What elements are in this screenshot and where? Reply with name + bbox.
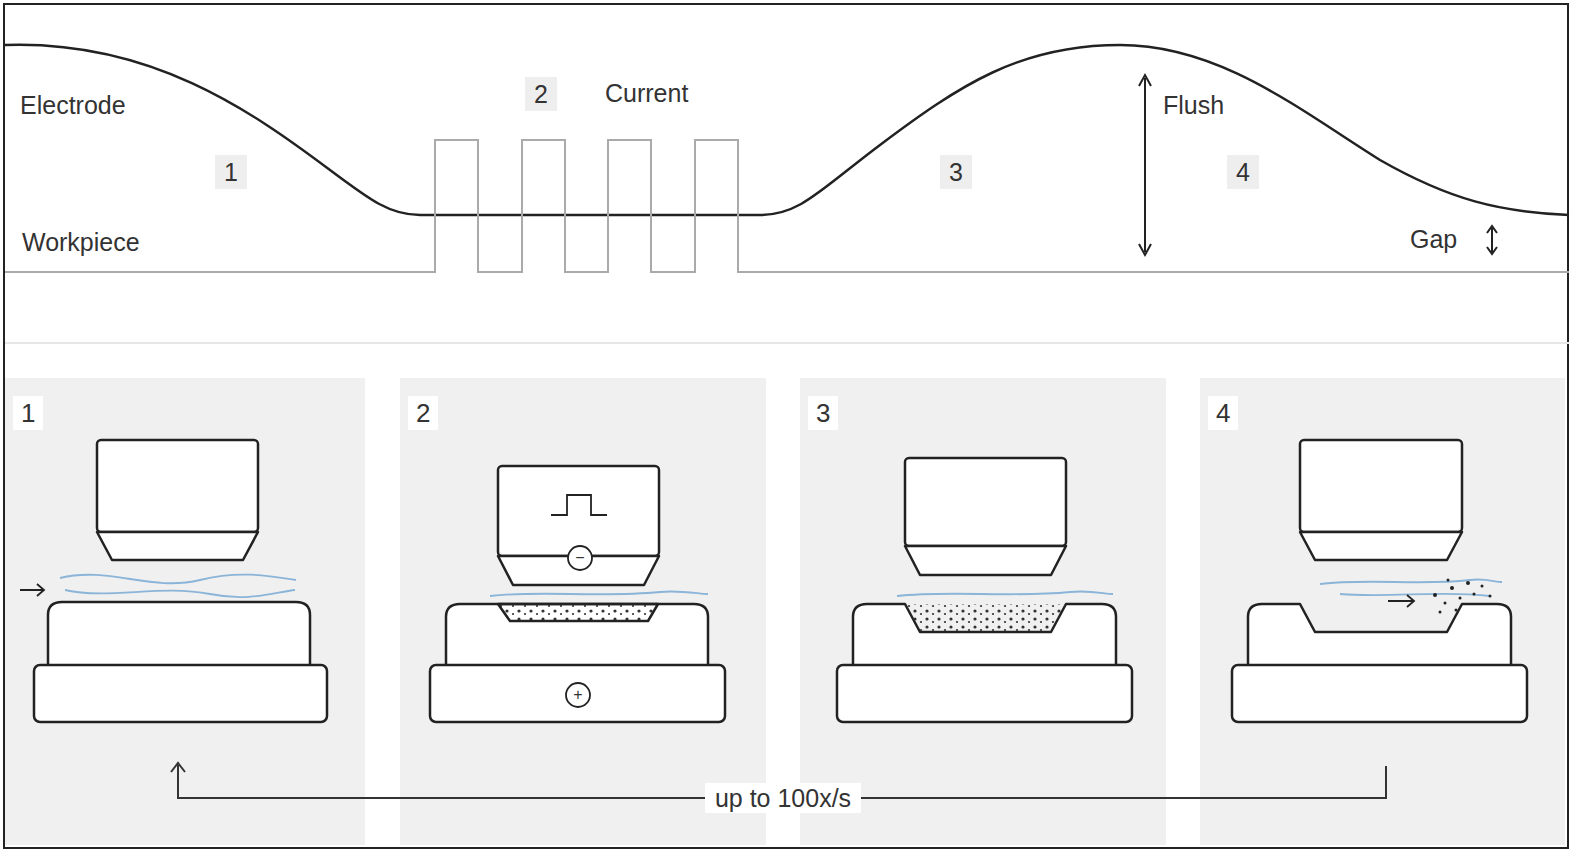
callout-number: 2 [525, 77, 557, 111]
polarity-sign: + [569, 686, 587, 704]
electrode-label: Electrode [20, 90, 126, 120]
gap-label: Gap [1410, 224, 1457, 254]
callout-number: 4 [1227, 155, 1259, 189]
polarity-sign: − [571, 549, 589, 567]
step-number: 4 [1208, 396, 1238, 430]
callout-number: 3 [940, 155, 972, 189]
step-number: 2 [408, 396, 438, 430]
workpiece-label: Workpiece [22, 227, 140, 257]
callout-number: 1 [215, 155, 247, 189]
step-number: 3 [808, 396, 838, 430]
current-label: Current [605, 78, 688, 108]
step-number: 1 [13, 396, 43, 430]
edge-label: up to 100x/s [705, 783, 861, 813]
flush-label: Flush [1163, 90, 1224, 120]
